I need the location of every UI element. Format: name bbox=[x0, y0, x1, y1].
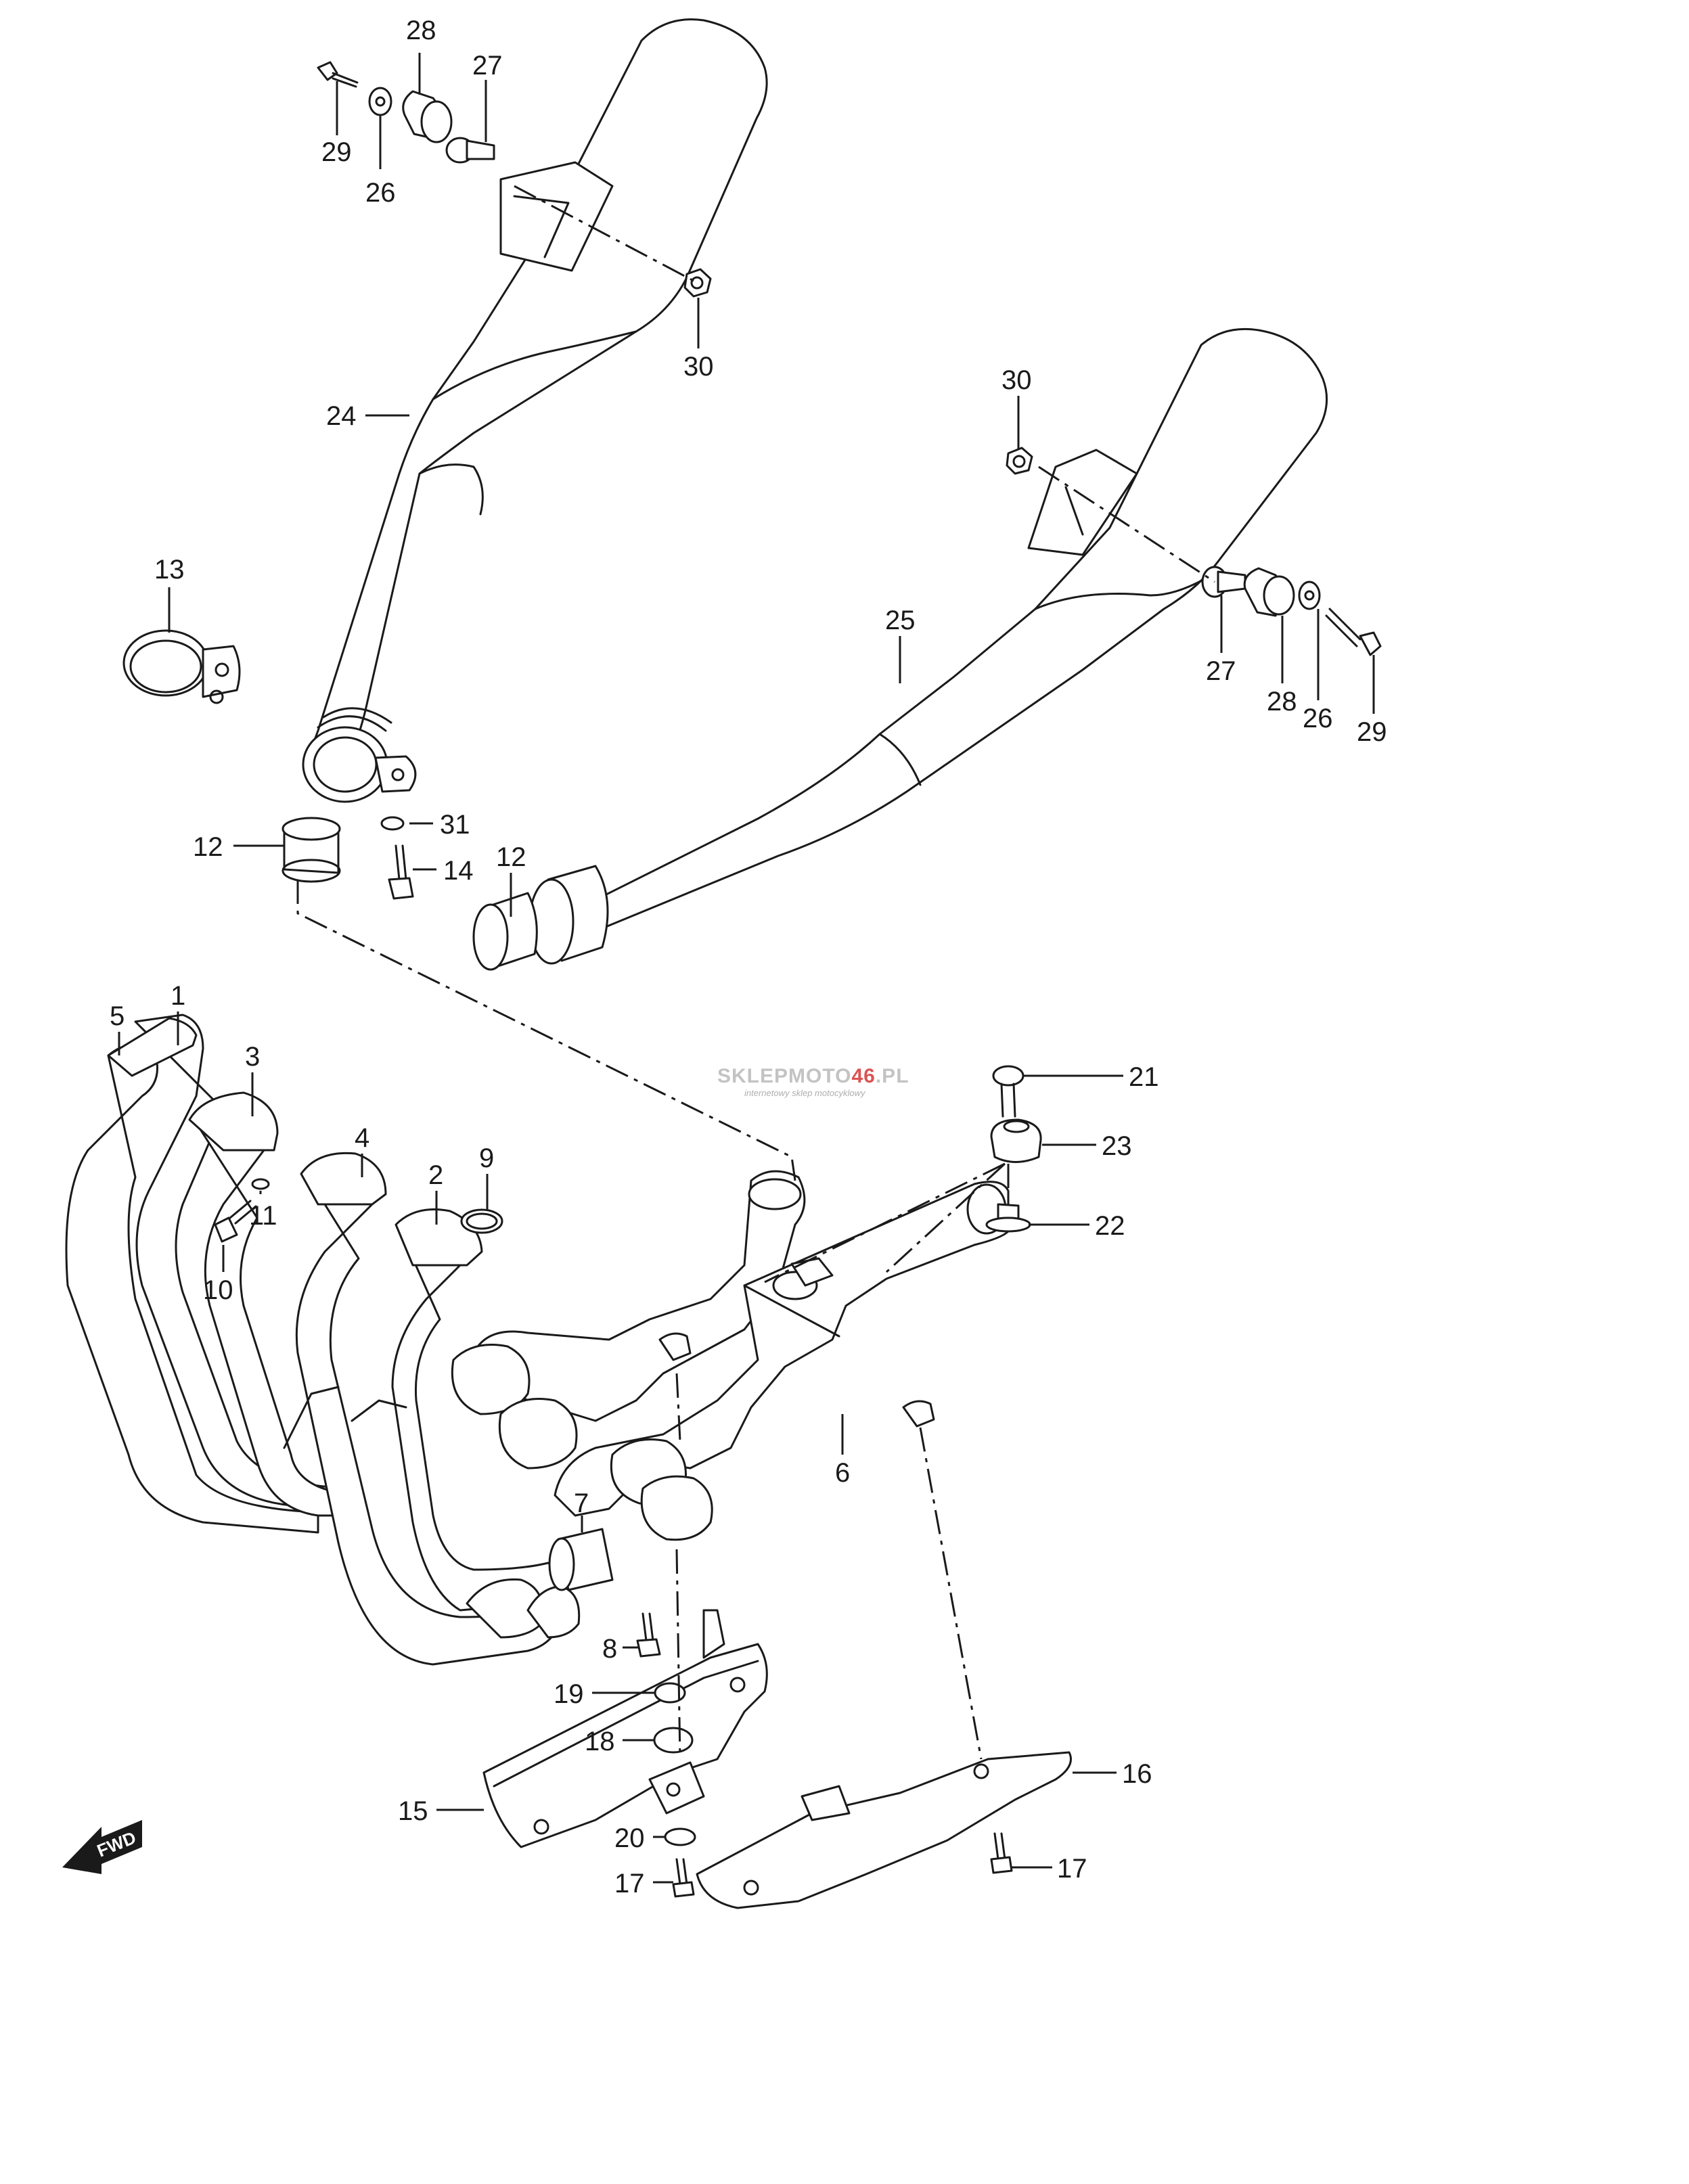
nut-30-top bbox=[683, 268, 712, 298]
callout-25: 25 bbox=[885, 606, 916, 635]
collar-27-top bbox=[445, 137, 495, 164]
callout-21: 21 bbox=[1129, 1062, 1159, 1092]
callout-17: 17 bbox=[1057, 1854, 1087, 1884]
gasket-9 bbox=[460, 1208, 503, 1234]
bolt-14 bbox=[388, 844, 414, 900]
muffler-left-24 bbox=[302, 18, 768, 803]
bolt-29-right bbox=[1325, 608, 1382, 656]
callout-20: 20 bbox=[614, 1823, 645, 1853]
callout-29: 29 bbox=[1357, 717, 1387, 747]
watermark-part1: SKLEPMOTO bbox=[717, 1065, 851, 1087]
gasket-12-left bbox=[282, 817, 341, 883]
callout-10: 10 bbox=[203, 1275, 233, 1305]
leader-lines bbox=[118, 53, 1375, 1884]
callout-8: 8 bbox=[602, 1634, 617, 1664]
watermark: SKLEPMOTO46.PL internetowy sklep motocyk… bbox=[717, 1065, 909, 1098]
bolt-17-right bbox=[990, 1832, 1013, 1874]
bolt-21 bbox=[992, 1065, 1024, 1118]
bracket-15a bbox=[648, 1761, 705, 1815]
washer-31 bbox=[380, 816, 405, 831]
callout-2: 2 bbox=[428, 1160, 443, 1190]
heat-shield-16 bbox=[696, 1751, 1072, 1909]
bolt-17-left bbox=[672, 1858, 695, 1898]
callout-27: 27 bbox=[472, 51, 503, 81]
watermark-part2: 46 bbox=[851, 1065, 875, 1087]
callout-30: 30 bbox=[683, 352, 714, 382]
bolt-10 bbox=[214, 1200, 257, 1243]
sleeve-7 bbox=[548, 1528, 614, 1591]
callout-13: 13 bbox=[154, 555, 185, 585]
callout-11: 11 bbox=[249, 1201, 277, 1231]
clip-11 bbox=[251, 1178, 270, 1190]
washer-20 bbox=[664, 1827, 696, 1846]
muffler-right-25 bbox=[472, 327, 1328, 971]
callout-14: 14 bbox=[443, 856, 474, 886]
collar-27-right bbox=[1201, 566, 1246, 598]
callout-26: 26 bbox=[365, 178, 396, 208]
callout-23: 23 bbox=[1102, 1131, 1132, 1161]
callout-7: 7 bbox=[574, 1488, 589, 1518]
grommet-23 bbox=[990, 1118, 1042, 1163]
bolt-29-top bbox=[317, 61, 359, 88]
collector-6 bbox=[451, 1170, 1010, 1541]
callout-26: 26 bbox=[1303, 704, 1333, 733]
callout-18: 18 bbox=[585, 1727, 615, 1756]
grommet-28-right bbox=[1243, 567, 1295, 617]
grommet-28-top bbox=[402, 90, 453, 143]
callout-12: 12 bbox=[496, 842, 526, 872]
washer-26-top bbox=[368, 87, 392, 116]
bolt-8 bbox=[636, 1612, 661, 1658]
callout-1: 1 bbox=[171, 981, 185, 1011]
callout-31: 31 bbox=[440, 810, 470, 840]
grommet-18 bbox=[653, 1727, 694, 1754]
callout-24: 24 bbox=[326, 401, 357, 431]
watermark-text: SKLEPMOTO46.PL bbox=[717, 1065, 909, 1087]
callout-17: 17 bbox=[614, 1869, 645, 1898]
callout-19: 19 bbox=[554, 1679, 584, 1709]
callout-30: 30 bbox=[1001, 365, 1032, 395]
callout-15: 15 bbox=[398, 1796, 428, 1826]
callout-5: 5 bbox=[110, 1001, 125, 1031]
watermark-part3: .PL bbox=[876, 1065, 909, 1087]
callout-6: 6 bbox=[835, 1458, 850, 1488]
washer-19 bbox=[654, 1682, 686, 1704]
callout-3: 3 bbox=[245, 1042, 260, 1072]
watermark-subtitle: internetowy sklep motocyklowy bbox=[744, 1088, 866, 1098]
callout-4: 4 bbox=[355, 1123, 369, 1153]
callout-27: 27 bbox=[1206, 656, 1236, 686]
callout-12: 12 bbox=[193, 832, 223, 862]
clamp-13 bbox=[122, 629, 241, 704]
callout-16: 16 bbox=[1122, 1759, 1152, 1789]
assembly-lines bbox=[296, 185, 1215, 1760]
callout-29: 29 bbox=[321, 137, 352, 167]
header-pipes bbox=[65, 1014, 581, 1666]
collar-22 bbox=[985, 1203, 1031, 1233]
nut-30-right bbox=[1006, 447, 1033, 475]
callout-28: 28 bbox=[1267, 687, 1297, 716]
callout-28: 28 bbox=[406, 16, 436, 45]
callout-9: 9 bbox=[479, 1143, 494, 1173]
fwd-arrow-icon: FWD bbox=[62, 1820, 142, 1874]
callout-22: 22 bbox=[1095, 1211, 1125, 1241]
callout-numbers: 28 27 29 26 30 24 13 12 31 14 30 25 27 2… bbox=[110, 16, 1387, 1898]
washer-26-right bbox=[1298, 581, 1321, 610]
